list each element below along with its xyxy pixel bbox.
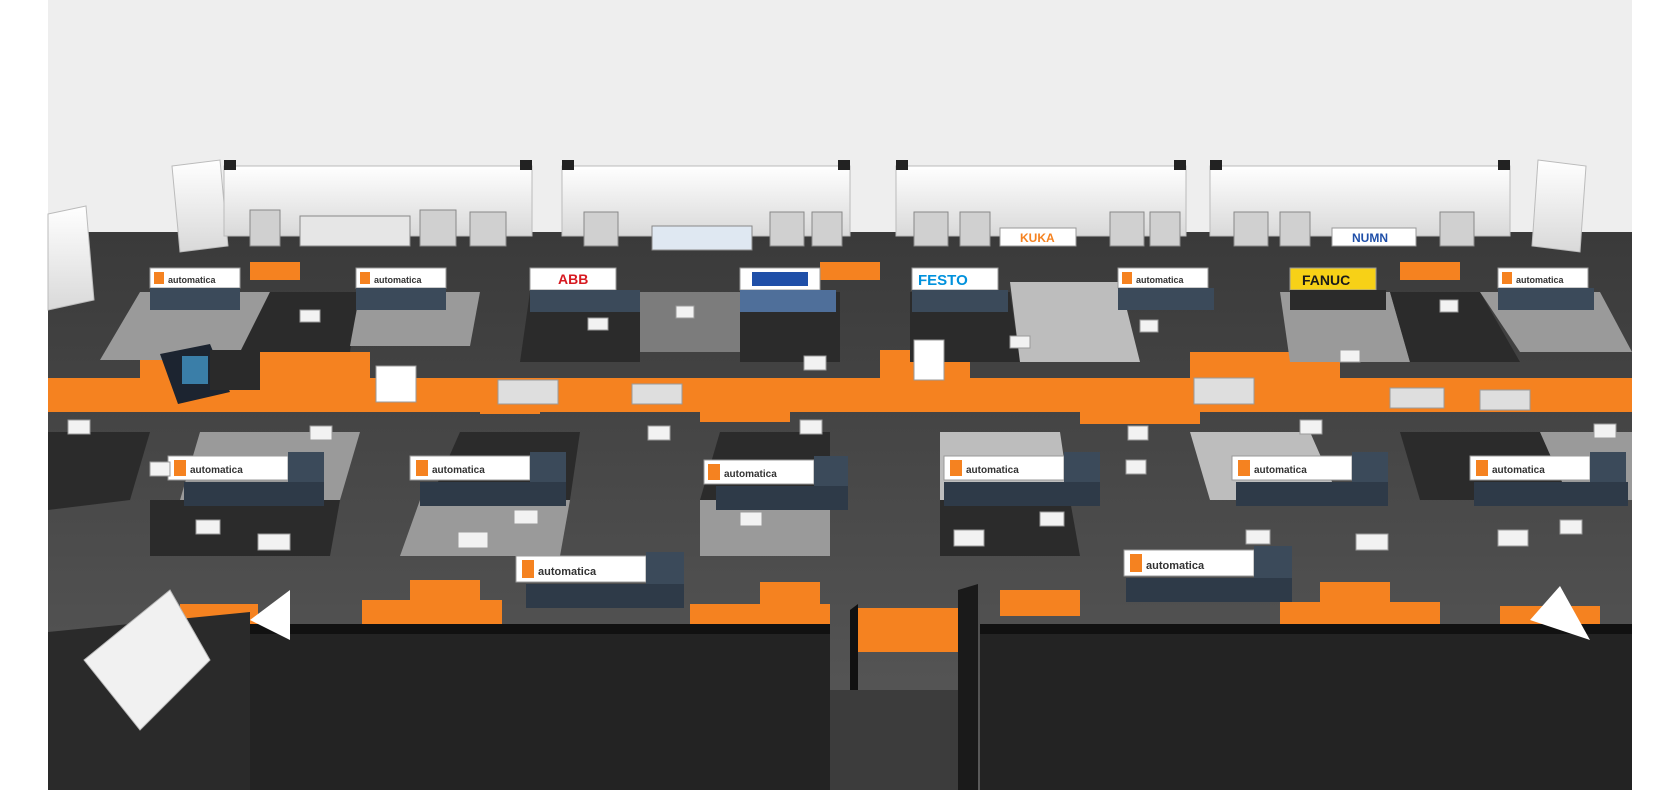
booth-automatica-front-8: automatica [1123,546,1292,602]
brand-banner-automatica-2: automatica [355,267,447,310]
svg-text:FESTO: FESTO [918,272,968,289]
brand-banner-kuka: KUKA [999,227,1077,247]
svg-text:automatica: automatica [1136,275,1185,285]
svg-text:automatica: automatica [168,275,217,285]
svg-text:KUKA: KUKA [1020,231,1055,245]
booth-automatica-front-6: automatica [1469,452,1628,506]
brand-banner-automatica-3: automatica [1117,267,1214,310]
front-partitions [48,584,1632,790]
booth-automatica-front-2: automatica [409,452,566,506]
svg-text:automatica: automatica [1492,465,1545,476]
svg-text:ABB: ABB [558,271,588,287]
svg-text:automatica: automatica [1516,275,1565,285]
svg-text:automatica: automatica [1254,465,1307,476]
svg-text:automatica: automatica [724,469,777,480]
booth-automatica-front-5: automatica [1231,452,1388,506]
booth-automatica-front-3: automatica [703,456,848,510]
svg-text:FANUC: FANUC [1302,272,1350,288]
brand-banner-automatica-4: automatica [1497,267,1594,310]
svg-text:automatica: automatica [966,465,1019,476]
brand-banner-numn: NUMN [1331,227,1417,247]
booth-automatica-front-4: automatica [943,452,1100,506]
booth-automatica-front-1: automatica [167,452,324,506]
svg-text:NUMN: NUMN [1352,231,1388,245]
svg-text:automatica: automatica [190,465,243,476]
back-row-machines [249,209,1475,251]
svg-text:automatica: automatica [432,465,485,476]
display-counters [67,299,1617,551]
booth-automatica-front-7: automatica [515,552,684,608]
dark-monitor-booth [160,344,260,404]
svg-text:automatica: automatica [1146,560,1205,572]
image-bottom-band [48,790,1632,800]
svg-text:automatica: automatica [538,566,597,578]
brand-banner-festo: FESTO [911,267,1008,312]
brand-banner-abb: ABB [529,267,640,312]
brand-banner-fanuc: FANUC [1289,267,1386,310]
svg-text:automatica: automatica [374,275,423,285]
brand-banner-blue [739,267,836,312]
brand-banner-automatica-1: automatica [149,267,241,310]
